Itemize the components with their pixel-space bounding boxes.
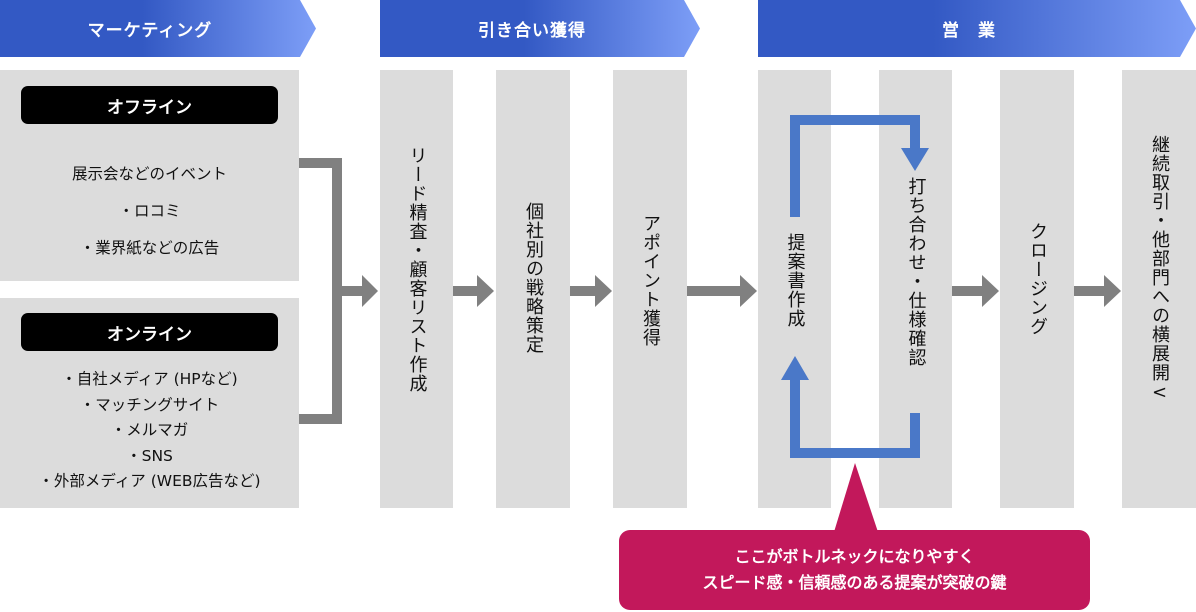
- list-item: ・メルマガ: [110, 421, 189, 439]
- offline-title: オフライン: [21, 86, 278, 124]
- step-label: 継続取引・他部門への横展開<: [1149, 135, 1170, 404]
- phase-label: 引き合い獲得: [478, 21, 586, 41]
- list-item: ・自社メディア (HPなど): [61, 370, 238, 388]
- phase-arrow-shape: [758, 0, 1196, 57]
- step-label: 提案書作成: [784, 233, 806, 328]
- callout-line-2: スピード感・信頼感のある提案が突破の鍵: [702, 573, 1007, 592]
- list-item: 展示会などのイベント: [71, 165, 227, 183]
- arrow-right-icon: [687, 275, 757, 307]
- step-closing: クロージング: [1000, 70, 1074, 508]
- step-label: アポイント獲得: [640, 214, 661, 347]
- step-label: クロージング: [1027, 222, 1048, 336]
- phase-header-sales: 営 業: [758, 0, 1196, 57]
- list-item: ・SNS: [126, 446, 173, 465]
- step-account-strategy: 個社別の戦略策定: [496, 70, 570, 508]
- phase-header-lead-acquisition: 引き合い獲得: [380, 0, 700, 57]
- arrow-right-icon: [570, 275, 612, 307]
- arrow-right-icon: [453, 275, 494, 307]
- phase-arrow-shape: [0, 0, 316, 57]
- phase-label: 営 業: [942, 21, 996, 41]
- phase-header-marketing: マーケティング: [0, 0, 316, 57]
- list-item: ・ロコミ: [118, 202, 181, 220]
- step-label: リード精査・顧客リスト作成: [406, 146, 428, 393]
- arrow-right-icon: [1074, 275, 1121, 307]
- iteration-loop-arrow: [790, 115, 929, 217]
- step-label: 個社別の戦略策定: [523, 202, 544, 354]
- step-continued-business: 継続取引・他部門への横展開<: [1122, 70, 1196, 508]
- list-item: ・外部メディア (WEB広告など): [38, 472, 261, 490]
- offline-list: 展示会などのイベント ・ロコミ ・業界紙などの広告: [0, 156, 299, 267]
- arrow-right-icon: [342, 275, 378, 307]
- iteration-loop-arrow-return: [781, 356, 920, 458]
- offline-panel: オフライン 展示会などのイベント ・ロコミ ・業界紙などの広告: [0, 70, 299, 281]
- online-panel: オンライン ・自社メディア (HPなど) ・マッチングサイト ・メルマガ ・SN…: [0, 298, 299, 508]
- bottleneck-callout: ここがボトルネックになりやすく スピード感・信頼感のある提案が突破の鍵: [619, 530, 1090, 610]
- phase-arrow-shape: [380, 0, 700, 57]
- list-item: ・マッチングサイト: [79, 395, 220, 414]
- online-list: ・自社メディア (HPなど) ・マッチングサイト ・メルマガ ・SNS ・外部メ…: [0, 367, 299, 495]
- arrow-right-icon: [952, 275, 999, 307]
- online-title: オンライン: [21, 313, 278, 351]
- callout-pointer: [834, 463, 878, 532]
- list-item: ・業界紙などの広告: [79, 239, 220, 257]
- merge-bracket: [299, 158, 342, 424]
- step-lead-qualification: リード精査・顧客リスト作成: [380, 70, 453, 508]
- step-appointment: アポイント獲得: [613, 70, 687, 508]
- phase-label: マーケティング: [87, 21, 213, 41]
- step-label: 打ち合わせ・仕様確認: [905, 177, 927, 367]
- callout-line-1: ここがボトルネックになりやすく: [734, 547, 975, 566]
